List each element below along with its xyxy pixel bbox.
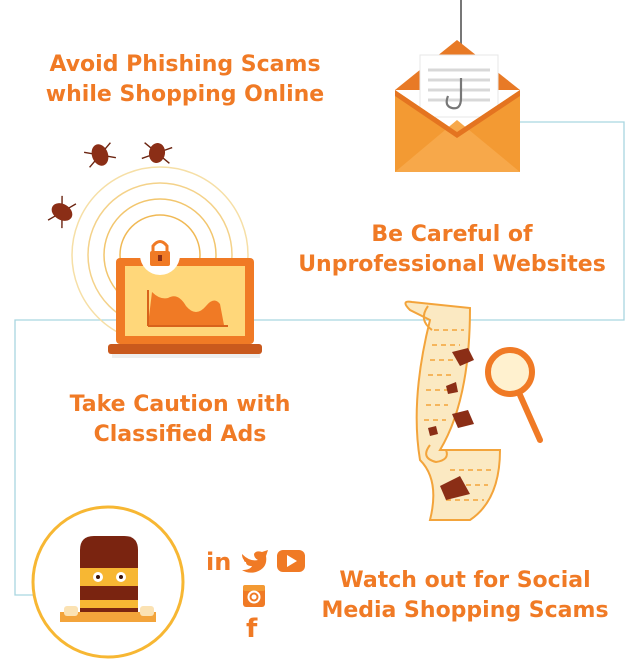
facebook-icon[interactable]: f <box>246 614 258 644</box>
heading-unprofessional-websites: Be Careful of Unprofessional Websites <box>282 220 622 280</box>
heading-line: Take Caution with <box>69 392 291 417</box>
heading-line: Be Careful of <box>371 222 533 247</box>
heading-classified-ads: Take Caution with Classified Ads <box>40 390 320 450</box>
heading-line: Avoid Phishing Scams <box>49 52 321 77</box>
linkedin-icon[interactable]: in <box>206 548 232 576</box>
heading-line: Media Shopping Scams <box>321 598 609 623</box>
heading-social-media-scams: Watch out for Social Media Shopping Scam… <box>300 566 630 626</box>
heading-line: while Shopping Online <box>45 82 325 107</box>
heading-line: Unprofessional Websites <box>298 252 606 277</box>
youtube-icon[interactable] <box>276 548 306 574</box>
twitter-icon[interactable] <box>240 548 272 576</box>
heading-line: Watch out for Social <box>339 568 591 593</box>
heading-line: Classified Ads <box>93 422 267 447</box>
heading-avoid-phishing: Avoid Phishing Scams while Shopping Onli… <box>30 50 340 110</box>
instagram-icon[interactable] <box>242 584 266 608</box>
